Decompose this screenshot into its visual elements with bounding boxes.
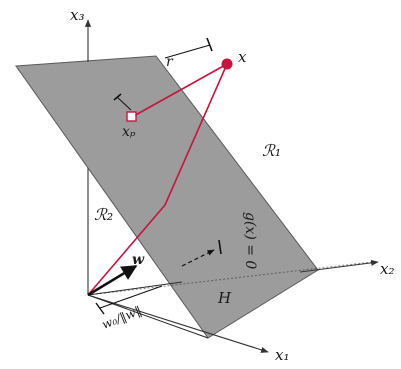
hyperplane-label: H <box>217 289 232 307</box>
offset-arrow <box>181 249 215 267</box>
offset-tick <box>218 239 222 255</box>
x2-axis <box>299 259 379 273</box>
projection-line <box>131 63 228 118</box>
origin-to-plane-segment <box>87 204 166 296</box>
x3-label: x₃ <box>70 6 84 24</box>
distance-label: r <box>166 54 174 70</box>
region1-label: ℛ₁ <box>262 141 281 160</box>
normal-vector-w <box>87 264 138 297</box>
offset-bracket <box>99 285 163 309</box>
distance-bracket <box>164 44 211 59</box>
point-x <box>221 58 233 70</box>
x1-axis <box>87 294 269 353</box>
point-x-label: x <box>238 48 247 66</box>
distance-tick <box>206 37 213 52</box>
projection-tick <box>113 93 122 101</box>
projection-label: xₚ <box>122 124 136 140</box>
origin-to-point-line <box>164 63 228 206</box>
normal-vector-label: w <box>132 252 145 268</box>
x1-label: x₁ <box>275 346 289 364</box>
plane-base-line <box>87 294 209 339</box>
region2-label: ℛ₂ <box>94 205 113 224</box>
projection-leader <box>116 96 132 111</box>
offset-bracket-tick <box>95 302 105 315</box>
x2-label: x₂ <box>380 260 394 278</box>
projection-marker <box>126 111 137 122</box>
plane-trace-line <box>87 281 183 296</box>
plane-equation-label: g(x) = 0 <box>242 212 258 269</box>
